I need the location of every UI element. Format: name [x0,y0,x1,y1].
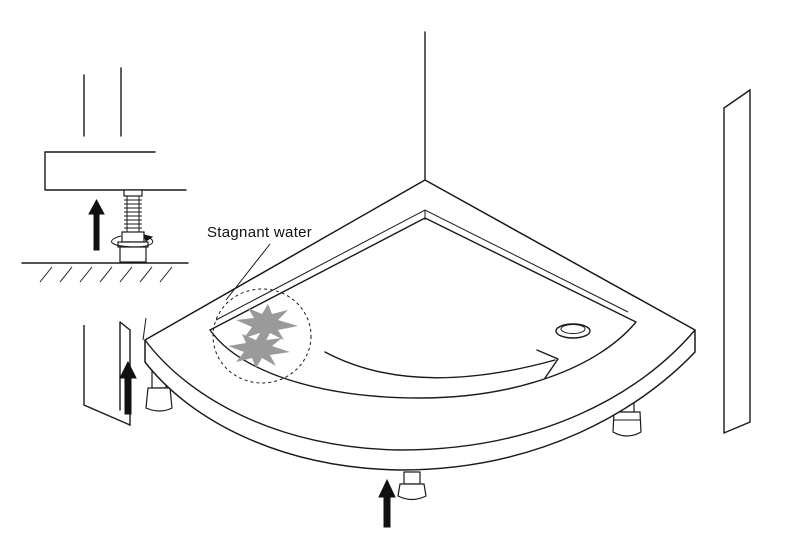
stagnant-water-region [212,288,312,384]
adjustable-screw-leg [117,189,149,263]
flow-arrow-icon [324,349,559,379]
leg-adjustment-detail [21,67,189,283]
rotation-arrow-icon [111,234,154,248]
up-arrow-icon [378,478,396,528]
water-splash-icon [236,304,298,344]
walls [83,31,751,435]
drain-hole [555,323,591,339]
up-arrow-icon [119,360,137,415]
stagnant-water-label: Stagnant water [207,224,313,241]
up-arrow-icon [88,198,105,251]
water-splash-icon [228,330,290,368]
tray-leg [397,471,427,501]
shower-tray [144,179,696,471]
